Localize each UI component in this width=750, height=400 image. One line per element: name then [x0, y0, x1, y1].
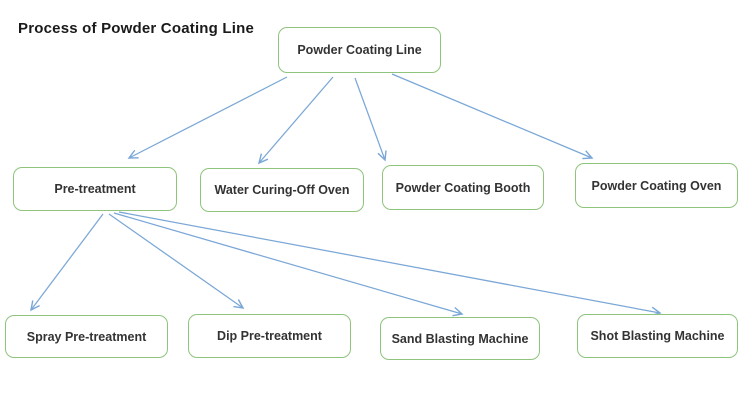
- node-sand-blasting-machine: Sand Blasting Machine: [380, 317, 540, 360]
- arrow-pretreatment-to-shot: [118, 211, 662, 317]
- node-powder-coating-line: Powder Coating Line: [278, 27, 441, 73]
- arrow-root-to-water-oven: [257, 76, 334, 165]
- node-pre-treatment: Pre-treatment: [13, 167, 177, 211]
- node-label: Dip Pre-treatment: [217, 329, 322, 343]
- node-shot-blasting-machine: Shot Blasting Machine: [577, 314, 738, 358]
- node-label: Powder Coating Oven: [591, 178, 722, 193]
- arrow-pretreatment-to-dip: [108, 213, 245, 309]
- node-label: Water Curing-Off Oven: [214, 183, 350, 197]
- arrow-pretreatment-to-sand: [113, 212, 464, 317]
- node-powder-coating-booth: Powder Coating Booth: [382, 165, 544, 210]
- node-dip-pre-treatment: Dip Pre-treatment: [188, 314, 351, 358]
- arrow-root-to-coating-oven: [391, 73, 594, 160]
- node-label: Powder Coating Booth: [395, 180, 531, 195]
- node-water-curing-off-oven: Water Curing-Off Oven: [200, 168, 364, 212]
- arrow-root-to-pretreatment: [127, 76, 288, 159]
- node-label: Pre-treatment: [54, 182, 136, 196]
- node-label: Spray Pre-treatment: [26, 329, 147, 344]
- page-title: Process of Powder Coating Line: [18, 20, 255, 37]
- arrow-root-to-booth: [354, 77, 387, 162]
- node-label: Powder Coating Line: [297, 43, 422, 57]
- node-powder-coating-oven: Powder Coating Oven: [575, 163, 738, 208]
- node-label: Sand Blasting Machine: [391, 331, 529, 346]
- node-spray-pre-treatment: Spray Pre-treatment: [5, 315, 168, 358]
- node-label: Shot Blasting Machine: [590, 329, 725, 343]
- arrow-pretreatment-to-spray: [30, 213, 104, 312]
